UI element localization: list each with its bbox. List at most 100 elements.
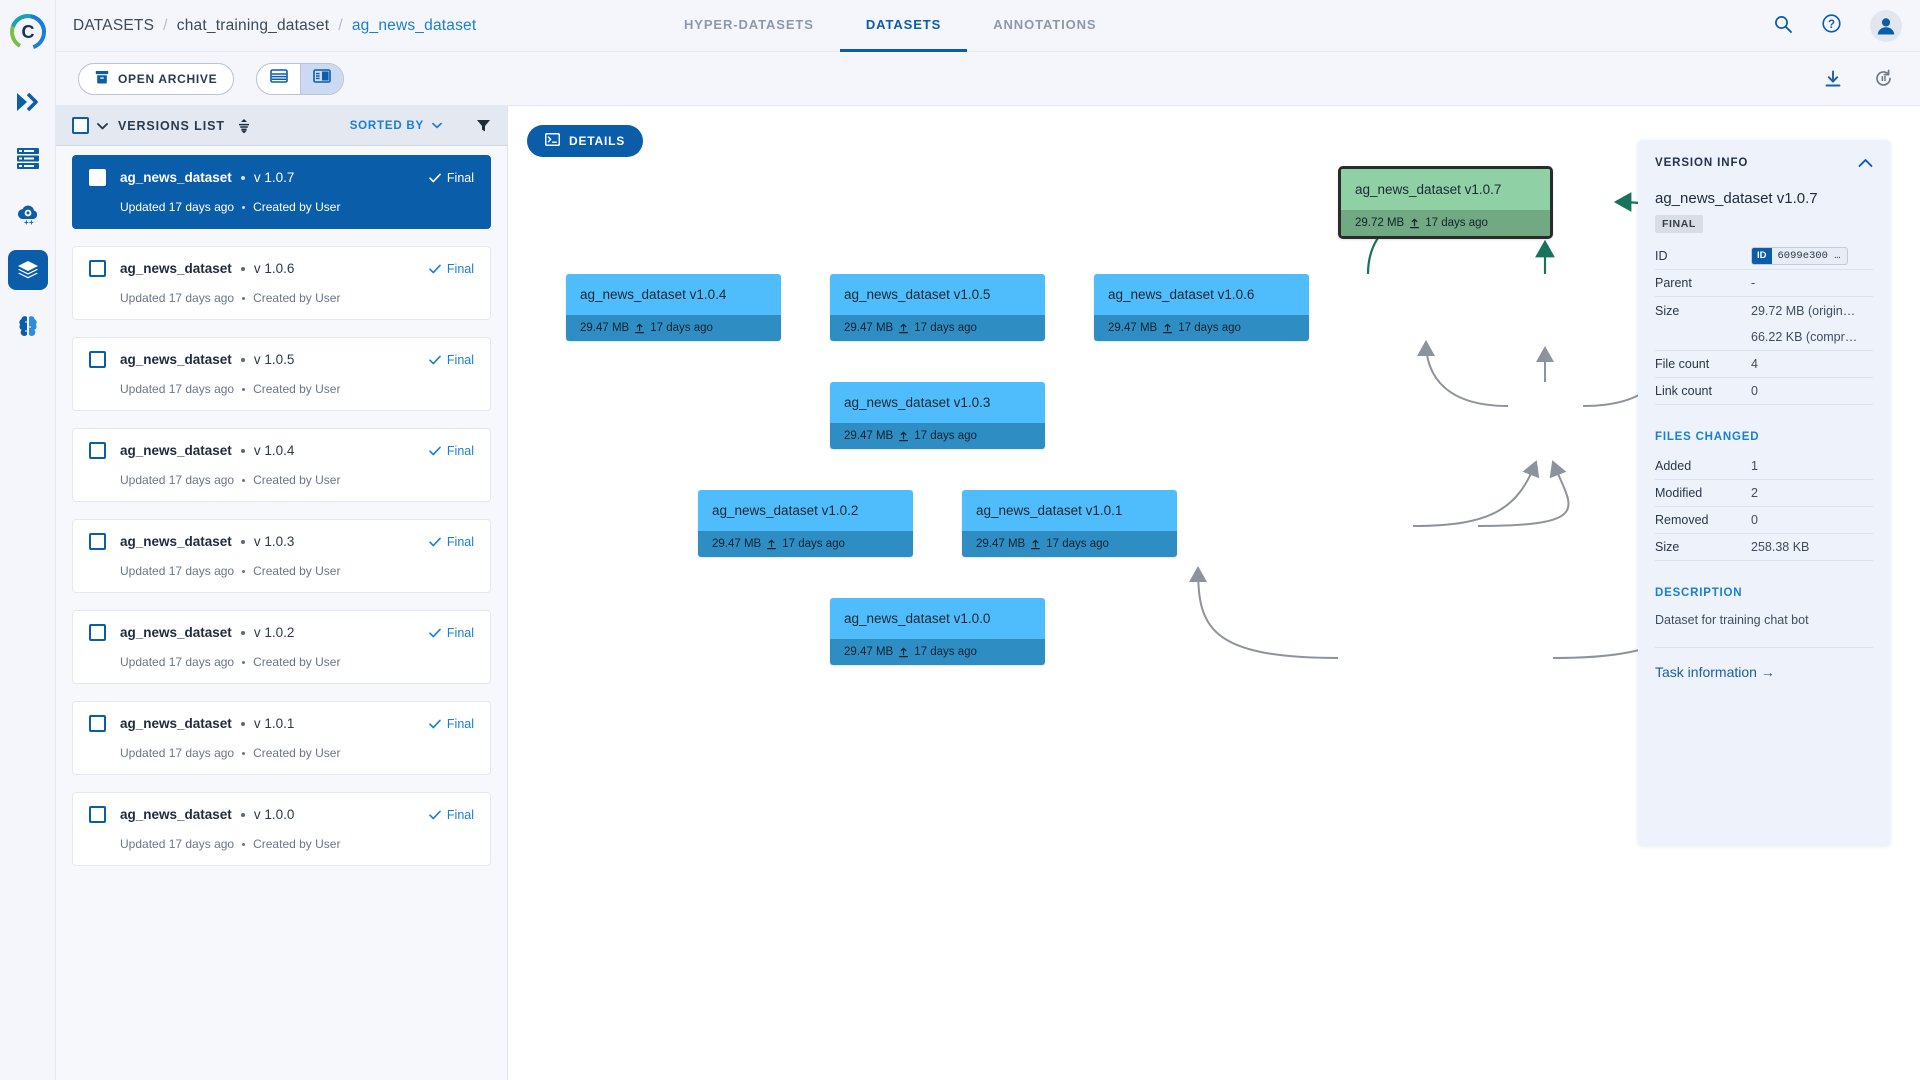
version-item-checkbox[interactable] (89, 351, 106, 368)
status-label: Final (446, 807, 474, 822)
graph-node-age: 17 days ago (782, 538, 845, 550)
files-changed-row-removed: Removed 0 (1655, 507, 1873, 534)
graph-node-age: 17 days ago (914, 646, 977, 658)
version-item-creator: Created by User (253, 564, 341, 578)
nav-tabs: HYPER-DATASETS DATASETS ANNOTATIONS (658, 0, 1123, 52)
status-label: Final (446, 625, 474, 640)
sidebar-item-models[interactable] (8, 306, 48, 346)
sorted-by-control[interactable]: SORTED BY (350, 120, 442, 132)
split-view-button[interactable] (300, 63, 344, 94)
version-list-item[interactable]: ag_news_dataset v 1.0.0 Final Updated 17… (72, 792, 491, 866)
tab-datasets[interactable]: DATASETS (839, 0, 968, 52)
sidebar-item-pipelines[interactable] (8, 82, 48, 122)
download-icon[interactable] (1823, 69, 1843, 89)
status-label: Final (446, 170, 474, 185)
svg-text:+: + (24, 218, 29, 226)
details-button[interactable]: DETAILS (527, 125, 644, 157)
version-list-item[interactable]: ag_news_dataset v 1.0.3 Final Updated 17… (72, 519, 491, 593)
refresh-icon[interactable] (1873, 68, 1894, 89)
version-item-version: v 1.0.2 (253, 625, 295, 640)
tab-hyper-datasets[interactable]: HYPER-DATASETS (684, 17, 814, 32)
version-list-item[interactable]: ag_news_dataset v 1.0.1 Final Updated 17… (72, 701, 491, 775)
version-list-item[interactable]: ag_news_dataset v 1.0.5 Final Updated 17… (72, 337, 491, 411)
filter-funnel-icon[interactable] (476, 118, 491, 133)
graph-node-size: 29.47 MB (976, 538, 1026, 550)
version-item-checkbox[interactable] (89, 806, 106, 823)
graph-node-meta: 29.47 MB 17 days ago (698, 531, 913, 557)
version-item-checkbox[interactable] (89, 260, 106, 277)
select-all-checkbox[interactable] (72, 117, 89, 134)
status-label: Final (446, 352, 474, 367)
graph-node-v104[interactable]: ag_news_dataset v1.0.4 29.47 MB 17 days … (566, 274, 781, 341)
version-list-item[interactable]: ag_news_dataset v 1.0.7 Final Updated 17… (72, 155, 491, 229)
graph-node-label: ag_news_dataset v1.0.1 (962, 490, 1177, 531)
info-row-value: 66.22 KB (compr… (1751, 330, 1858, 344)
version-item-checkbox[interactable] (89, 533, 106, 550)
tab-annotations[interactable]: ANNOTATIONS (993, 17, 1097, 32)
sidebar-item-autoscalers[interactable]: + + (8, 194, 48, 234)
separator-dot (242, 205, 246, 209)
version-list-item[interactable]: ag_news_dataset v 1.0.6 Final Updated 17… (72, 246, 491, 320)
graph-node-label: ag_news_dataset v1.0.7 (1341, 169, 1550, 210)
graph-node-v100[interactable]: ag_news_dataset v1.0.0 29.47 MB 17 days … (830, 598, 1045, 665)
upload-arrow-icon (634, 323, 645, 334)
breadcrumb-item-1[interactable]: chat_training_dataset (176, 16, 330, 34)
graph-node-v105[interactable]: ag_news_dataset v1.0.5 29.47 MB 17 days … (830, 274, 1045, 341)
sidebar-item-datasets[interactable] (7, 250, 48, 290)
help-icon[interactable]: ? (1821, 13, 1842, 39)
search-icon[interactable] (1773, 14, 1793, 39)
version-item-checkbox[interactable] (89, 442, 106, 459)
version-item-creator: Created by User (253, 746, 341, 760)
breadcrumb-item-0[interactable]: DATASETS (73, 16, 155, 34)
open-archive-button[interactable]: OPEN ARCHIVE (78, 62, 235, 95)
svg-text:?: ? (1828, 19, 1835, 31)
upload-arrow-icon (898, 647, 909, 658)
terminal-icon (544, 132, 561, 149)
graph-node-label: ag_news_dataset v1.0.6 (1094, 274, 1309, 315)
version-item-creator: Created by User (253, 655, 341, 669)
upload-arrow-icon (898, 323, 909, 334)
graph-node-v106[interactable]: ag_news_dataset v1.0.6 29.47 MB 17 days … (1094, 274, 1309, 341)
breadcrumb-separator: / (338, 16, 343, 34)
version-list-item[interactable]: ag_news_dataset v 1.0.4 Final Updated 17… (72, 428, 491, 502)
user-avatar[interactable] (1870, 10, 1902, 42)
version-item-version: v 1.0.3 (253, 534, 295, 549)
graph-node-meta: 29.72 MB 17 days ago (1341, 210, 1550, 236)
info-row-key: File count (1655, 357, 1710, 371)
info-row-value: 0 (1751, 384, 1758, 398)
graph-node-age: 17 days ago (914, 430, 977, 442)
graph-node-v103[interactable]: ag_news_dataset v1.0.3 29.47 MB 17 days … (830, 382, 1045, 449)
sort-icon[interactable] (237, 118, 251, 134)
graph-node-label: ag_news_dataset v1.0.5 (830, 274, 1045, 315)
breadcrumb: DATASETS / chat_training_dataset / ag_ne… (73, 17, 476, 35)
clearml-c-logo[interactable]: C (4, 8, 52, 56)
info-row-key: Size (1655, 540, 1680, 554)
status-badge: Final (429, 262, 474, 276)
graph-node-v102[interactable]: ag_news_dataset v1.0.2 29.47 MB 17 days … (698, 490, 913, 557)
chevron-down-icon[interactable] (97, 117, 108, 135)
version-item-checkbox[interactable] (89, 624, 106, 641)
sidebar-item-workers-queues[interactable] (8, 138, 48, 178)
version-item-checkbox[interactable] (89, 169, 106, 186)
version-item-creator: Created by User (253, 382, 341, 396)
version-list-item[interactable]: ag_news_dataset v 1.0.2 Final Updated 17… (72, 610, 491, 684)
graph-node-label: ag_news_dataset v1.0.4 (566, 274, 781, 315)
graph-node-size: 29.47 MB (712, 538, 762, 550)
info-row-key: Parent (1655, 276, 1692, 290)
task-information-link[interactable]: Task information → (1655, 664, 1775, 680)
version-item-version: v 1.0.4 (253, 443, 295, 458)
id-chip[interactable]: ID 6099e300 … (1751, 247, 1848, 265)
table-view-button[interactable] (257, 64, 300, 94)
version-item-version: v 1.0.1 (253, 716, 295, 731)
versions-list[interactable]: ag_news_dataset v 1.0.7 Final Updated 17… (56, 146, 507, 1080)
graph-node-v101[interactable]: ag_news_dataset v1.0.1 29.47 MB 17 days … (962, 490, 1177, 557)
graph-node-size: 29.47 MB (844, 322, 894, 334)
breadcrumb-item-2[interactable]: ag_news_dataset (351, 16, 477, 34)
cloud-gear-icon: + + (15, 202, 41, 226)
layers-stack-icon (16, 258, 40, 282)
graph-node-v107[interactable]: ag_news_dataset v1.0.7 29.72 MB 17 days … (1338, 166, 1553, 239)
chevron-up-icon[interactable] (1858, 158, 1873, 168)
graph-node-size: 29.47 MB (844, 646, 894, 658)
version-item-checkbox[interactable] (89, 715, 106, 732)
status-badge: Final (429, 353, 474, 367)
